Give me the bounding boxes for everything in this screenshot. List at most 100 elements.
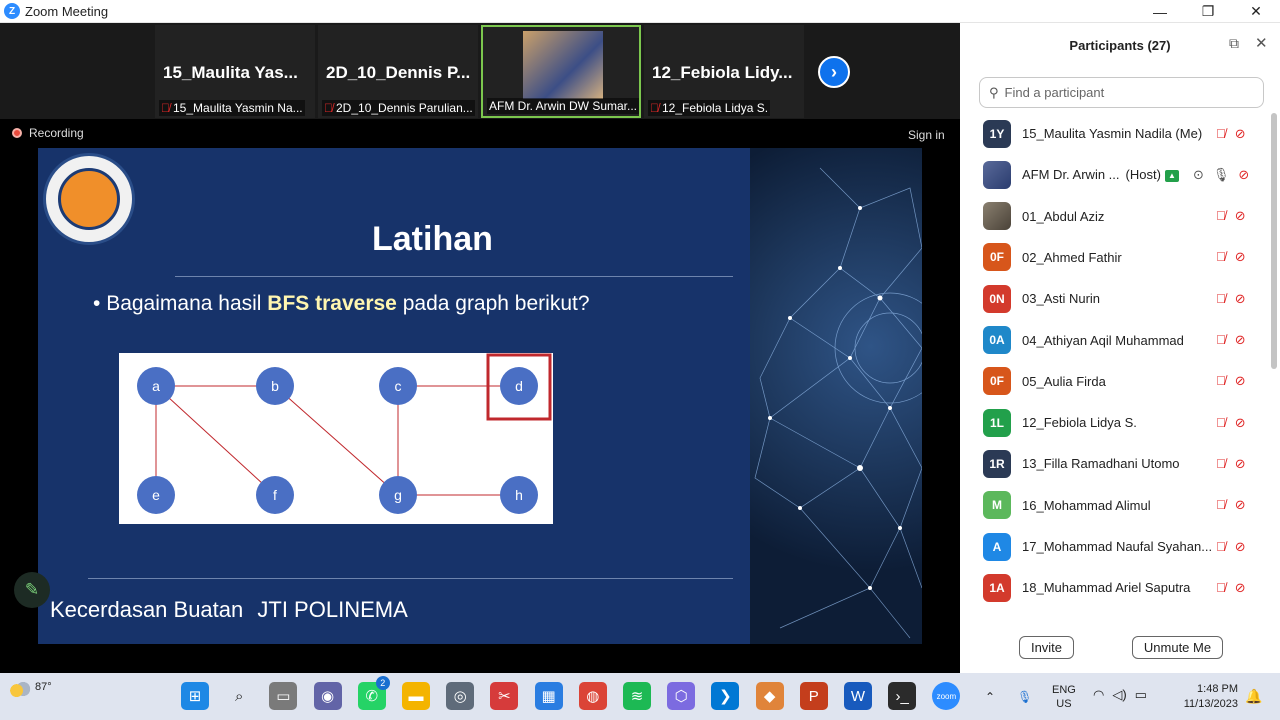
thumbnail-display-name: 12_Febiola Lidy... xyxy=(652,63,793,82)
volume-icon[interactable]: ◁) xyxy=(1112,687,1127,702)
mic-muted-icon: 🎙̸ xyxy=(1216,332,1226,347)
powerpoint-icon[interactable]: P xyxy=(799,682,828,710)
task-view-icon[interactable]: ▭ xyxy=(269,682,298,710)
popout-icon[interactable]: ⧉ xyxy=(1229,35,1239,51)
participants-title: Participants (27) xyxy=(1069,38,1171,53)
thumbnail-label-text: 15_Maulita Yasmin Na... xyxy=(173,101,303,115)
microphone-icon[interactable]: 🎙 xyxy=(1017,689,1033,704)
app-cube-icon[interactable]: ⬡ xyxy=(667,682,696,710)
git-icon[interactable]: ◆ xyxy=(755,682,784,710)
annotate-button[interactable]: ✎ xyxy=(14,572,50,608)
clock[interactable]: 1:48 PM 11/13/2023 xyxy=(1170,682,1238,712)
mic-on-icon: 🎙 xyxy=(1212,166,1230,182)
graph-node-b xyxy=(256,367,294,405)
thumbnail-label: 🎙̸12_Febiola Lidya S. xyxy=(648,100,771,116)
video-off-icon: ⊘ xyxy=(1234,373,1246,389)
terminal-icon[interactable]: ›_ xyxy=(888,682,917,710)
recording-indicator[interactable]: Recording xyxy=(12,126,84,140)
participant-name: 05_Aulia Firda xyxy=(1022,374,1106,389)
spotify-icon[interactable]: ≋ xyxy=(623,682,651,710)
restore-button[interactable]: ❐ xyxy=(1201,3,1215,19)
network-face-graphic xyxy=(754,167,922,639)
video-off-icon: ⊘ xyxy=(1234,332,1246,347)
search-icon[interactable]: ⌕ xyxy=(225,682,253,710)
slide-footer: Kecerdasan Buatan JTI POLINEMA xyxy=(50,597,408,623)
participant-search-input[interactable] xyxy=(1004,85,1245,100)
app-glyph: ◍ xyxy=(586,688,600,705)
participant-name: 03_Asti Nurin xyxy=(1022,291,1100,306)
app-glyph: ⌕ xyxy=(234,687,244,705)
mic-muted-icon: 🎙̸ xyxy=(1216,414,1226,430)
graph-node-h xyxy=(500,476,538,514)
participant-row[interactable]: 01_Abdul Aziz🎙̸⊘ xyxy=(960,196,1270,237)
participant-name: 04_Athiyan Aqil Muhammad xyxy=(1022,333,1184,348)
invite-button[interactable]: Invite xyxy=(1019,636,1074,659)
participant-status-icons: 🎙̸⊘ xyxy=(1216,249,1246,265)
participant-status-icons: 🎙̸⊘ xyxy=(1216,580,1246,596)
chrome-icon[interactable]: ◍ xyxy=(578,682,607,710)
notification-bell-icon[interactable]: 🔔 xyxy=(1245,688,1263,704)
file-explorer-icon[interactable]: ▬ xyxy=(402,682,430,710)
thumbnail-label: 🎙̸15_Maulita Yasmin Na... xyxy=(159,100,305,116)
word-icon[interactable]: W xyxy=(844,682,872,710)
vscode-icon[interactable]: ❯ xyxy=(711,682,740,710)
video-thumbnail[interactable]: 2D_10_Dennis P...🎙̸2D_10_Dennis Parulian… xyxy=(318,25,478,118)
app-glyph: ◆ xyxy=(763,688,776,705)
highlight-box xyxy=(486,353,552,421)
unmute-me-button[interactable]: Unmute Me xyxy=(1132,636,1223,659)
zoom-icon[interactable]: zoom xyxy=(932,682,961,710)
participant-avatar: 0F xyxy=(983,243,1011,272)
wifi-icon[interactable]: ◠ xyxy=(1093,687,1105,702)
chevron-up-icon[interactable]: ⌃ xyxy=(985,689,996,704)
camera-icon[interactable]: ◎ xyxy=(446,682,475,710)
windows-start-icon[interactable]: ⊞ xyxy=(181,682,209,710)
participant-avatar: 0F xyxy=(983,367,1011,396)
notification-badge: 2 xyxy=(375,676,390,690)
participant-name-text: AFM Dr. Arwin ... xyxy=(1022,167,1120,183)
window-title: Zoom Meeting xyxy=(25,3,109,19)
weather-temp: 87° xyxy=(35,681,52,693)
whatsapp-icon[interactable]: ✆2 xyxy=(357,676,390,710)
language-indicator[interactable]: ENG US xyxy=(1052,683,1076,711)
video-thumbnail[interactable]: AFM Dr. Arwin DW Sumar... xyxy=(481,25,641,118)
thumbnail-label-text: 2D_10_Dennis Parulian... xyxy=(336,101,473,115)
next-thumbnails-button[interactable]: › xyxy=(818,56,850,88)
close-panel-icon[interactable]: ✕ xyxy=(1255,35,1268,52)
clock-date: 11/13/2023 xyxy=(1183,698,1238,710)
app-glyph: ›_ xyxy=(895,687,909,705)
minimize-button[interactable]: — xyxy=(1153,3,1167,20)
participant-avatar: 0N xyxy=(983,284,1011,313)
weather-widget[interactable]: 87° xyxy=(10,681,52,697)
app-glyph: ◎ xyxy=(453,688,467,705)
video-thumbnail[interactable]: 15_Maulita Yas...🎙̸15_Maulita Yasmin Na.… xyxy=(155,25,315,118)
screen-share-view: Recording Sign in xyxy=(0,119,960,673)
close-button[interactable]: ✕ xyxy=(1250,3,1262,19)
store-icon[interactable]: ▦ xyxy=(534,682,563,710)
pencil-icon: ✎ xyxy=(24,580,40,599)
sign-in-link[interactable]: Sign in xyxy=(908,128,945,142)
video-thumbnail[interactable]: 12_Febiola Lidy... 🎙̸12_Febiola Lidya S. xyxy=(644,25,804,118)
participant-video xyxy=(523,31,603,99)
snipping-tool-icon[interactable]: ✂ xyxy=(490,682,519,710)
battery-icon[interactable]: ▭ xyxy=(1134,687,1147,702)
teams-chat-icon[interactable]: ◉ xyxy=(313,682,342,710)
host-tag: (Host) xyxy=(1125,167,1161,183)
participant-list-scrollbar[interactable] xyxy=(1271,113,1277,369)
participant-row[interactable]: AFM Dr. Arwin ...(Host)▲⊙🎙⊘ xyxy=(960,154,1270,195)
participant-status-icons: 🎙̸⊘ xyxy=(1216,291,1246,307)
bullet-suffix: pada graph berikut? xyxy=(396,292,590,315)
participant-row[interactable]: 0N 03_Asti Nurin 🎙̸⊘ xyxy=(960,278,1270,319)
